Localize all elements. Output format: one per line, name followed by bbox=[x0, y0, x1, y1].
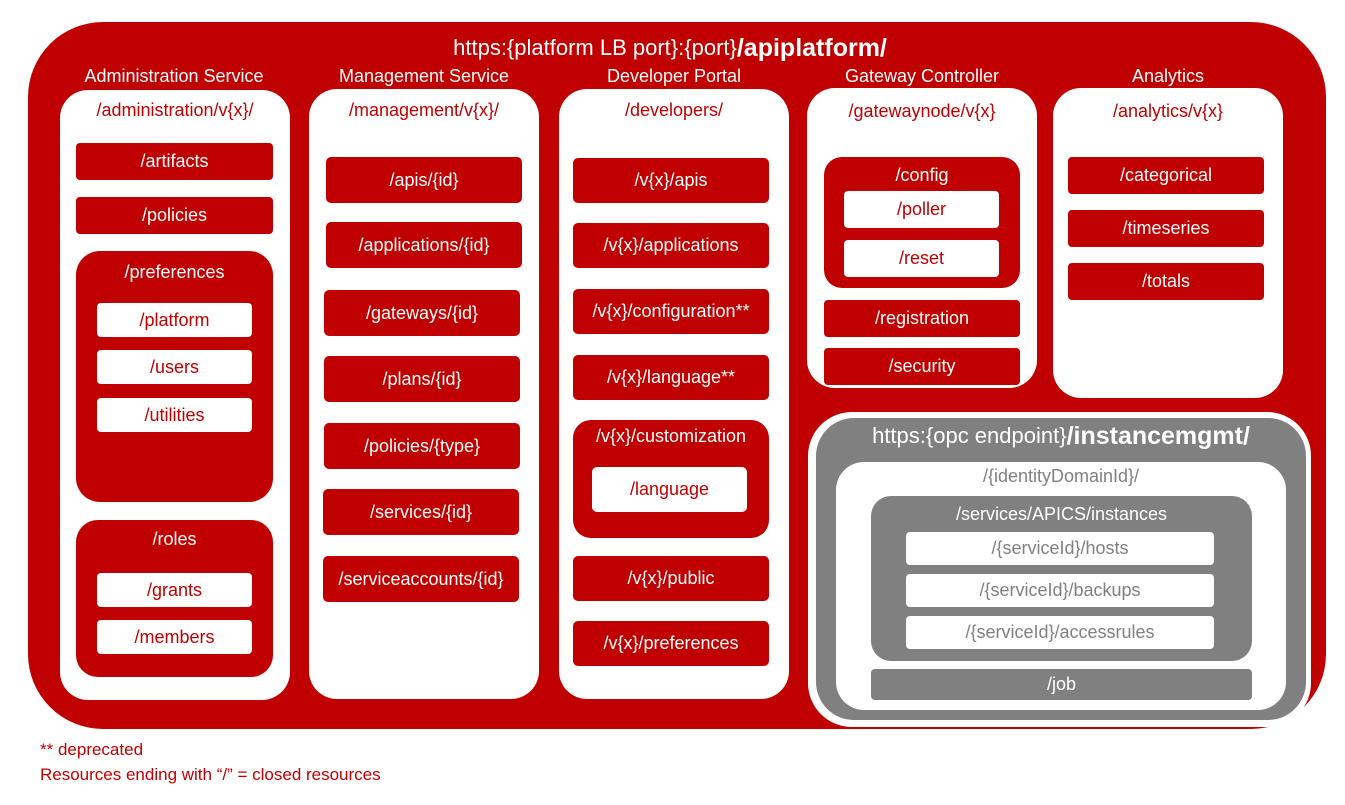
totals-resource[interactable]: /totals bbox=[1068, 263, 1264, 300]
legend-closed-resources: Resources ending with “/” = closed resou… bbox=[40, 765, 381, 784]
administration-base: /administration/v{x}/ bbox=[96, 99, 254, 120]
legend-deprecated: ** deprecated bbox=[40, 740, 144, 759]
apis-resource[interactable]: /apis/{id} bbox=[326, 157, 522, 203]
management-title: Management Service bbox=[338, 65, 510, 86]
grants-resource[interactable]: /grants bbox=[97, 573, 252, 607]
administration-title: Administration Service bbox=[84, 65, 264, 86]
gateway-title: Gateway Controller bbox=[844, 65, 1000, 86]
applications-resource[interactable]: /applications/{id} bbox=[326, 222, 522, 268]
customization-label[interactable]: /v{x}/customization bbox=[595, 425, 747, 446]
backups-resource[interactable]: /{serviceId}/backups bbox=[906, 574, 1214, 607]
categorical-resource[interactable]: /categorical bbox=[1068, 157, 1264, 194]
instancemgmt-url-path: /instancemgmt/ bbox=[1066, 421, 1250, 450]
hosts-resource[interactable]: /{serviceId}/hosts bbox=[906, 532, 1214, 565]
platform-url-prefix: https:{platform LB port}:{port} bbox=[453, 35, 737, 60]
platform-url-path: /apiplatform/ bbox=[736, 33, 887, 62]
dev-applications-resource[interactable]: /v{x}/applications bbox=[573, 223, 769, 268]
dev-configuration-resource[interactable]: /v{x}/configuration** bbox=[573, 289, 769, 334]
timeseries-resource[interactable]: /timeseries bbox=[1068, 210, 1264, 247]
analytics-base: /analytics/v{x} bbox=[1112, 100, 1224, 121]
services-resource[interactable]: /services/{id} bbox=[323, 489, 519, 535]
platform-resource[interactable]: /platform bbox=[97, 303, 252, 337]
policies-resource[interactable]: /policies bbox=[76, 197, 273, 234]
policies-type-resource[interactable]: /policies/{type} bbox=[324, 423, 520, 469]
artifacts-resource[interactable]: /artifacts bbox=[76, 143, 273, 180]
dev-language-resource[interactable]: /v{x}/language** bbox=[573, 355, 769, 400]
platform-title: https:{platform LB port}:{port}/apiplatf… bbox=[300, 30, 1040, 66]
serviceaccounts-resource[interactable]: /serviceaccounts/{id} bbox=[323, 556, 519, 602]
members-resource[interactable]: /members bbox=[97, 620, 252, 654]
plans-resource[interactable]: /plans/{id} bbox=[324, 356, 520, 402]
job-resource[interactable]: /job bbox=[871, 669, 1252, 700]
poller-resource[interactable]: /poller bbox=[844, 191, 999, 228]
dev-apis-resource[interactable]: /v{x}/apis bbox=[573, 158, 769, 203]
roles-label[interactable]: /roles bbox=[152, 528, 197, 549]
customization-language-resource[interactable]: /language bbox=[592, 467, 747, 512]
config-label[interactable]: /config bbox=[895, 164, 949, 185]
management-base: /management/v{x}/ bbox=[348, 99, 500, 120]
users-resource[interactable]: /users bbox=[97, 350, 252, 384]
reset-resource[interactable]: /reset bbox=[844, 240, 999, 277]
identity-domain-label: /{identityDomainId}/ bbox=[982, 465, 1140, 486]
analytics-title: Analytics bbox=[1131, 65, 1205, 86]
accessrules-resource[interactable]: /{serviceId}/accessrules bbox=[906, 616, 1214, 649]
registration-resource[interactable]: /registration bbox=[824, 300, 1020, 337]
security-resource[interactable]: /security bbox=[824, 348, 1020, 385]
instancemgmt-title: https:{opc endpoint}/instancemgmt/ bbox=[816, 420, 1306, 452]
dev-preferences-resource[interactable]: /v{x}/preferences bbox=[573, 621, 769, 666]
instancemgmt-url-prefix: https:{opc endpoint} bbox=[872, 423, 1067, 448]
developer-title: Developer Portal bbox=[606, 65, 742, 86]
utilities-resource[interactable]: /utilities bbox=[97, 398, 252, 432]
dev-public-resource[interactable]: /v{x}/public bbox=[573, 556, 769, 601]
preferences-label[interactable]: /preferences bbox=[124, 261, 225, 282]
developer-base: /developers/ bbox=[624, 99, 724, 120]
services-instances-label[interactable]: /services/APICS/instances bbox=[955, 503, 1168, 524]
gateway-base: /gatewaynode/v{x} bbox=[848, 100, 996, 121]
gateways-resource[interactable]: /gateways/{id} bbox=[324, 290, 520, 336]
